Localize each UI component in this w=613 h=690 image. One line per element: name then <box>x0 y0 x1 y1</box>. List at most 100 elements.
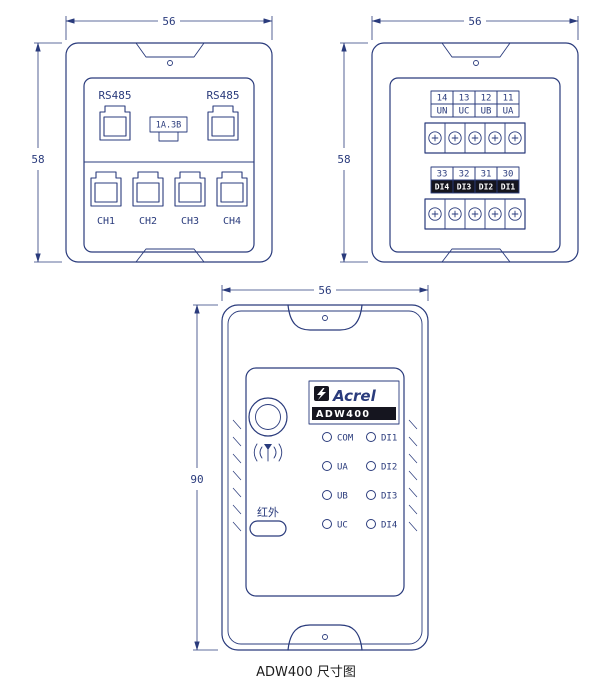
face-bottom-notch <box>287 624 363 651</box>
antenna-icon <box>253 443 283 462</box>
face-height-dimension: 90 <box>190 304 218 651</box>
grip-ridges-left <box>232 419 242 532</box>
terminal-screw-icon <box>428 207 442 221</box>
face-panel <box>245 367 405 597</box>
front-body-outline <box>65 42 273 263</box>
back-panel <box>389 77 561 253</box>
led-uc <box>322 519 332 529</box>
upper-terminal-block <box>424 122 526 154</box>
terminal-screw-icon <box>448 131 462 145</box>
led-com <box>322 432 332 442</box>
infrared-window-icon <box>249 520 287 537</box>
lower-terminal-table: 33 32 31 30 DI4 DI3 DI2 DI1 <box>430 166 520 194</box>
terminal-name: UC <box>459 107 470 117</box>
led-label: UB <box>337 492 348 502</box>
rj45-jack-icon <box>207 105 239 141</box>
terminal-name: DI3 <box>457 183 472 192</box>
led-ub <box>322 490 332 500</box>
led-di1 <box>366 432 376 442</box>
terminal-name: DI4 <box>435 183 450 192</box>
model-bar <box>312 407 396 420</box>
led-grid: COM DI1 UA DI2 UB DI3 UC DI4 <box>322 432 397 531</box>
front-height-dimension: 58 <box>31 42 62 263</box>
channel-label: CH1 <box>97 216 115 227</box>
face-bottom-hole <box>322 634 328 640</box>
terminal-screw-icon <box>468 207 482 221</box>
face-top-notch <box>287 304 363 331</box>
rs485-left-label: RS485 <box>98 89 131 102</box>
led-label: UC <box>337 521 348 531</box>
infrared-area: 红外 <box>249 506 287 537</box>
back-bottom-notch <box>441 248 511 263</box>
terminal-number: 31 <box>481 170 492 180</box>
back-body-outline <box>371 42 579 263</box>
terminal-screw-icon <box>428 131 442 145</box>
front-bottom-notch <box>135 248 205 263</box>
front-width-dimension: 56 <box>65 15 273 40</box>
rj45-jack-icon <box>99 105 131 141</box>
lower-terminal-block <box>424 198 526 230</box>
terminal-screw-icon <box>468 131 482 145</box>
terminal-name: UB <box>481 107 492 117</box>
front-view: 56 58 RS485 RS485 1A.3B CH1 CH2 CH3 <box>31 15 273 263</box>
infrared-label: 红外 <box>257 506 279 519</box>
back-top-notch <box>441 42 511 58</box>
face-width-dimension: 56 <box>221 284 429 301</box>
back-width-dimension: 56 <box>371 15 579 40</box>
terminal-number: 13 <box>459 94 470 104</box>
terminal-name: DI1 <box>501 183 516 192</box>
terminal-name: UN <box>437 107 448 117</box>
brand-block: Acrel ADW400 <box>308 380 400 425</box>
led-label: UA <box>337 463 348 473</box>
terminal-number: 32 <box>459 170 470 180</box>
channel-label: CH4 <box>223 216 241 227</box>
rj45-jack-icon <box>132 171 164 207</box>
channel-label: CH2 <box>139 216 157 227</box>
model-name: ADW400 <box>316 409 371 420</box>
terminal-name: DI2 <box>479 183 494 192</box>
face-body-outline <box>221 304 429 651</box>
face-width-value: 56 <box>318 284 331 297</box>
front-width-value: 56 <box>162 15 175 28</box>
back-width-value: 56 <box>468 15 481 28</box>
back-height-dimension: 58 <box>337 42 368 263</box>
led-label: DI4 <box>381 521 397 531</box>
face-body-inner-line <box>227 310 423 645</box>
front-top-notch <box>135 42 205 58</box>
front-panel <box>83 77 255 253</box>
back-top-hole <box>473 60 479 66</box>
terminal-number: 11 <box>503 94 514 104</box>
face-top-hole <box>322 315 328 321</box>
rj45-jack-icon <box>216 171 248 207</box>
terminal-number: 33 <box>437 170 448 180</box>
front-height-value: 58 <box>31 153 44 166</box>
diagram-caption: ADW400 尺寸图 <box>256 665 356 680</box>
front-top-hole <box>167 60 173 66</box>
terminal-screw-icon <box>488 207 502 221</box>
led-label: COM <box>337 434 354 444</box>
led-label: DI3 <box>381 492 397 502</box>
terminal-number: 30 <box>503 170 514 180</box>
led-di4 <box>366 519 376 529</box>
face-height-value: 90 <box>190 473 203 486</box>
back-height-value: 58 <box>337 153 350 166</box>
acrel-logo-glyph <box>317 388 326 400</box>
upper-terminal-table: 14 13 12 11 UN UC UB UA <box>430 90 520 118</box>
terminal-screw-icon <box>488 131 502 145</box>
terminal-screw-icon <box>508 131 522 145</box>
led-di3 <box>366 490 376 500</box>
terminal-number: 12 <box>481 94 492 104</box>
back-view: 56 58 14 13 12 11 UN UC <box>337 15 579 263</box>
rj45-jack-icon <box>90 171 122 207</box>
terminal-screw-icon <box>508 207 522 221</box>
terminal-number: 14 <box>437 94 448 104</box>
led-label: DI1 <box>381 434 397 444</box>
led-di2 <box>366 461 376 471</box>
channel-label: CH3 <box>181 216 199 227</box>
rj45-jack-icon <box>174 171 206 207</box>
center-component: 1A.3B <box>149 116 188 142</box>
center-component-label: 1A.3B <box>156 121 182 131</box>
grip-ridges-right <box>408 419 418 532</box>
